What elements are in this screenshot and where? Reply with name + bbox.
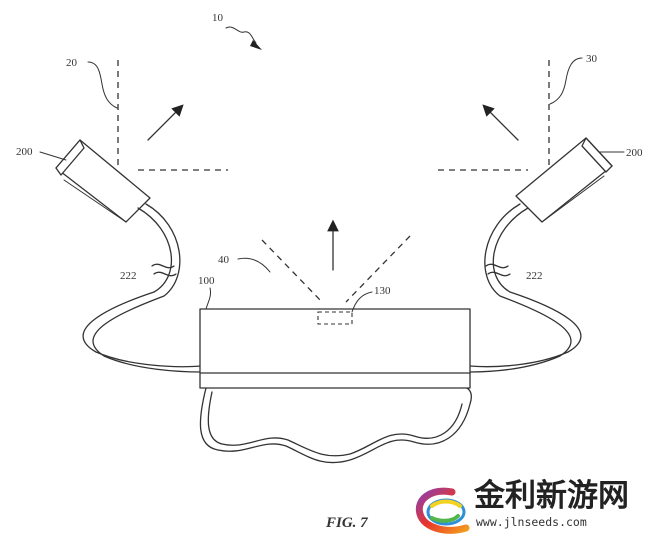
label-emitter: 130	[374, 285, 391, 297]
cable-right-break	[485, 263, 511, 277]
watermark-url: www.jlnseeds.com	[476, 515, 587, 529]
cable-left-break	[151, 263, 177, 277]
label-device-right: 200	[626, 147, 643, 159]
arrow-left-upward	[147, 104, 184, 141]
leader-zone-right	[549, 57, 583, 105]
leader-system-arrowhead	[250, 40, 262, 50]
leader-beam	[237, 257, 271, 273]
beam-left-edge	[261, 239, 323, 303]
label-cable-left: 222	[120, 270, 137, 282]
hub-body	[199, 308, 471, 389]
leader-device-left	[39, 151, 67, 161]
figure-caption: FIG. 7	[325, 515, 368, 531]
label-system: 10	[212, 12, 224, 24]
device-left	[55, 139, 151, 223]
device-right-seam	[541, 175, 605, 223]
beam-right-edge	[345, 235, 411, 303]
label-hub: 100	[198, 275, 215, 287]
label-zone-right: 30	[586, 53, 598, 65]
device-right-cap	[581, 137, 613, 173]
watermark-site-name: 金利新游网	[473, 478, 629, 514]
hub-bag-outer	[199, 386, 472, 464]
label-beam: 40	[218, 254, 230, 266]
device-right	[515, 137, 613, 223]
leader-hub	[205, 287, 211, 310]
watermark: 金利新游网 www.jlnseeds.com	[415, 478, 629, 534]
device-left-seam	[63, 179, 127, 223]
hub-bag-inner	[207, 391, 463, 457]
label-cable-right: 222	[526, 270, 543, 282]
label-device-left: 200	[16, 146, 33, 158]
leader-system	[225, 26, 257, 44]
emitter-window	[317, 311, 353, 325]
label-zone-left: 20	[66, 57, 78, 69]
leader-zone-left	[87, 61, 118, 109]
watermark-logo-icon	[415, 487, 470, 534]
device-left-cap	[55, 139, 85, 176]
arrow-right-upward	[482, 104, 519, 141]
cable-left	[82, 203, 203, 373]
cable-right	[469, 203, 582, 373]
leader-emitter	[351, 291, 373, 313]
